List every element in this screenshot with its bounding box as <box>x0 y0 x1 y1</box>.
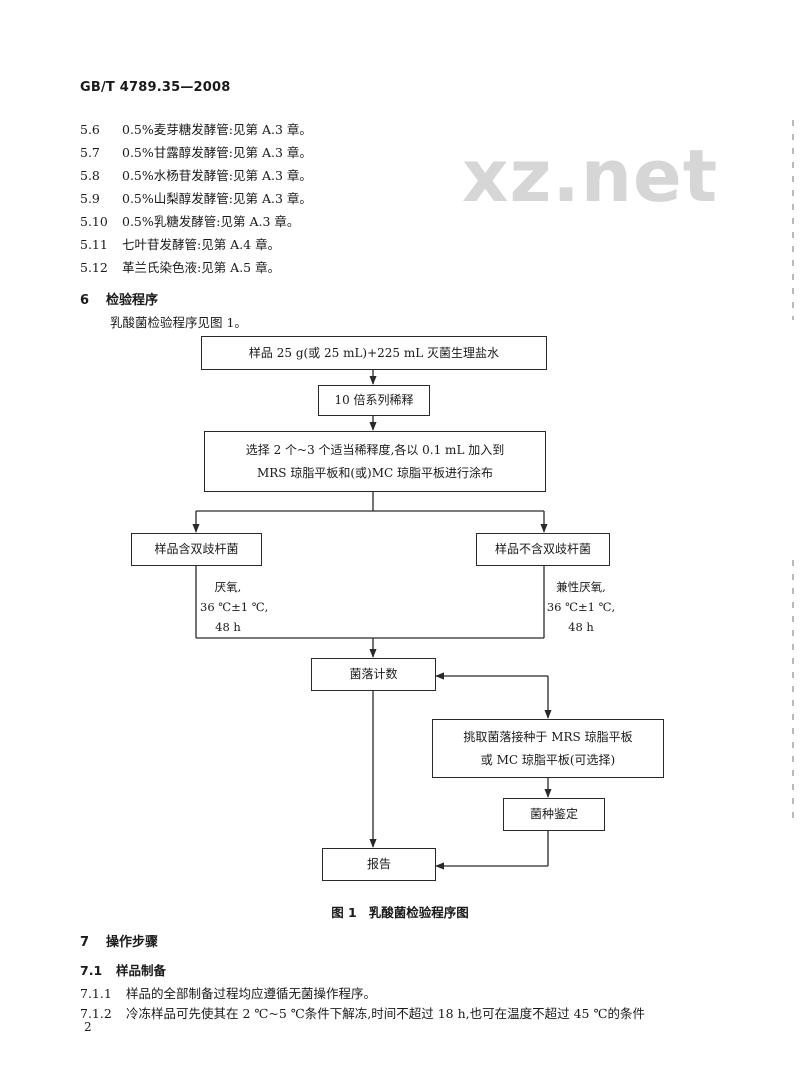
right-incubation-conditions: 兼性厌氧, 36 ℃±1 ℃, 48 h <box>546 580 616 634</box>
standard-code-header: GB/T 4789.35—2008 <box>80 80 231 95</box>
flow-box-report: 报告 <box>322 848 436 881</box>
flow-box-sample: 样品 25 g(或 25 mL)+225 mL 灭菌生理盐水 <box>201 336 547 370</box>
flow-box-pick-colony: 挑取菌落接种于 MRS 琼脂平板 或 MC 琼脂平板(可选择) <box>432 719 664 778</box>
flow-box-with-bifidobacteria: 样品含双歧杆菌 <box>131 533 262 566</box>
flow-box-colony-count: 菌落计数 <box>311 658 436 691</box>
flow-box-dilute: 10 倍系列稀释 <box>318 385 430 416</box>
flow-box-select-line2: MRS 琼脂平板和(或)MC 琼脂平板进行涂布 <box>256 465 493 480</box>
scan-edge-mark <box>792 560 794 820</box>
scan-edge-mark <box>792 120 794 320</box>
flow-box-pick-line2: 或 MC 琼脂平板(可选择) <box>480 752 616 767</box>
flow-box-identify: 菌种鉴定 <box>503 798 605 831</box>
watermark: xz.net <box>462 134 719 218</box>
flow-box-without-bifidobacteria: 样品不含双歧杆菌 <box>476 533 610 566</box>
section-intro: 乳酸菌检验程序见图 1。 <box>110 315 247 330</box>
flow-box-select: 选择 2 个~3 个适当稀释度,各以 0.1 mL 加入到 MRS 琼脂平板和(… <box>204 431 546 492</box>
flow-box-select-line1: 选择 2 个~3 个适当稀释度,各以 0.1 mL 加入到 <box>245 442 505 457</box>
flow-box-pick-line1: 挑取菌落接种于 MRS 琼脂平板 <box>463 729 633 744</box>
page-number: 2 <box>84 1020 92 1034</box>
left-incubation-conditions: 厌氧, 36 ℃±1 ℃, 48 h <box>200 580 269 634</box>
